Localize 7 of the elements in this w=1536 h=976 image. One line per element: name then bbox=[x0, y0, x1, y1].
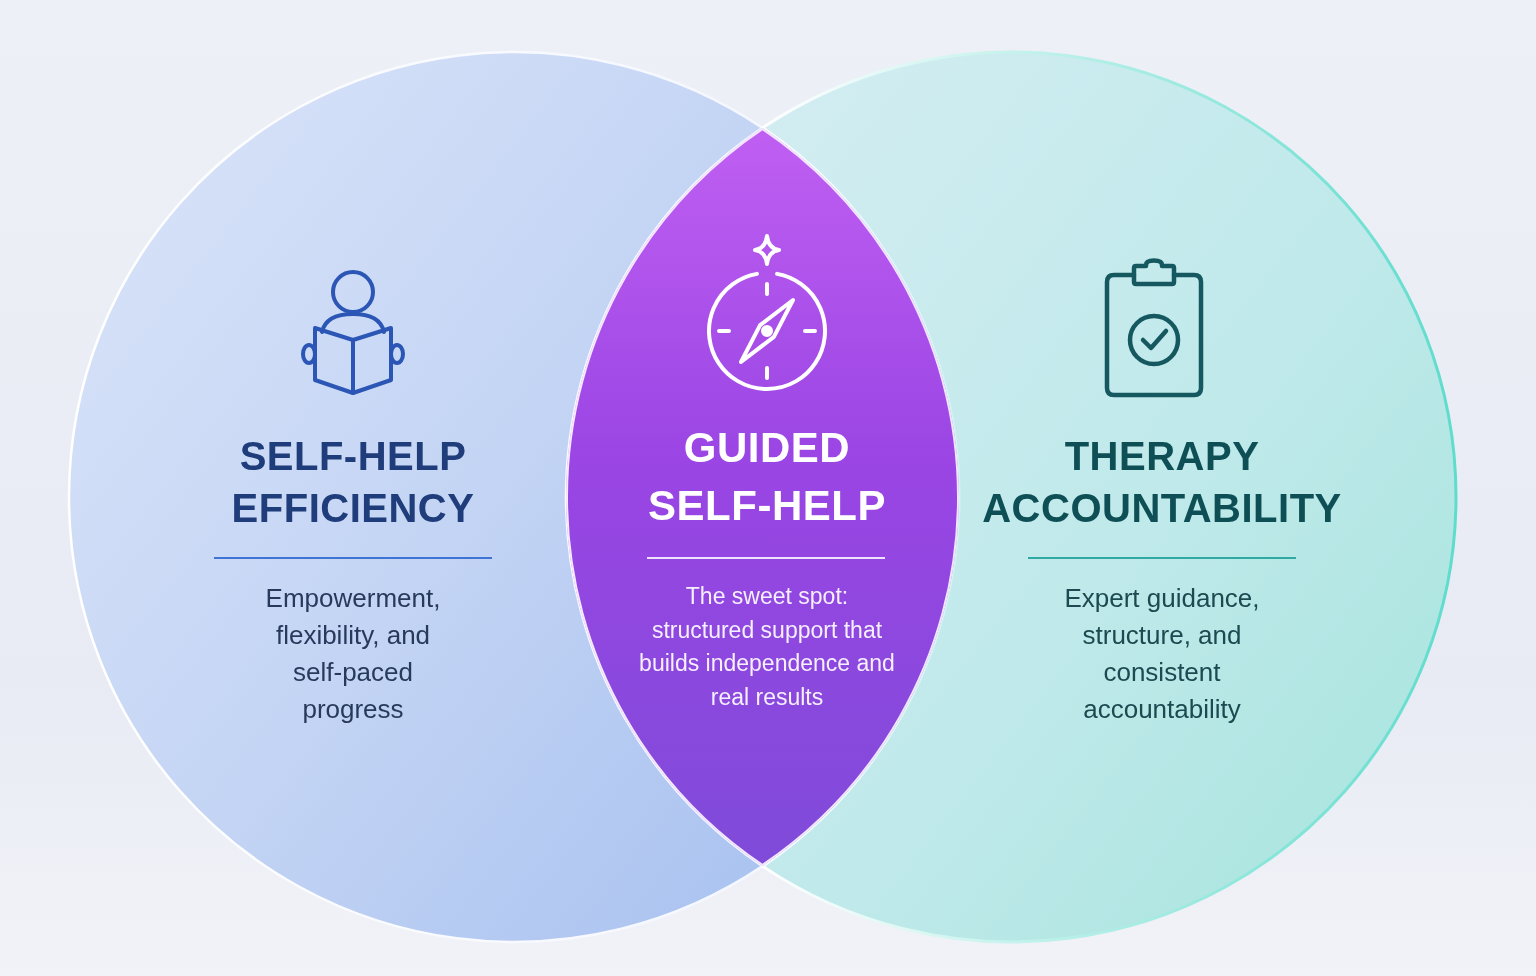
description: The sweet spot: structured support that builds independence and real results bbox=[638, 582, 896, 712]
heading: SELF-HELP EFFICIENCY bbox=[230, 433, 476, 532]
description: Expert guidance, structure, and consistent accountability bbox=[1063, 582, 1261, 726]
overlap-lens bbox=[564, 125, 961, 869]
description: Empowerment, flexibility, and self-paced progress bbox=[264, 582, 442, 726]
heading: GUIDED SELF-HELP bbox=[647, 423, 887, 531]
heading: THERAPY ACCOUNTABILITY bbox=[981, 433, 1343, 532]
